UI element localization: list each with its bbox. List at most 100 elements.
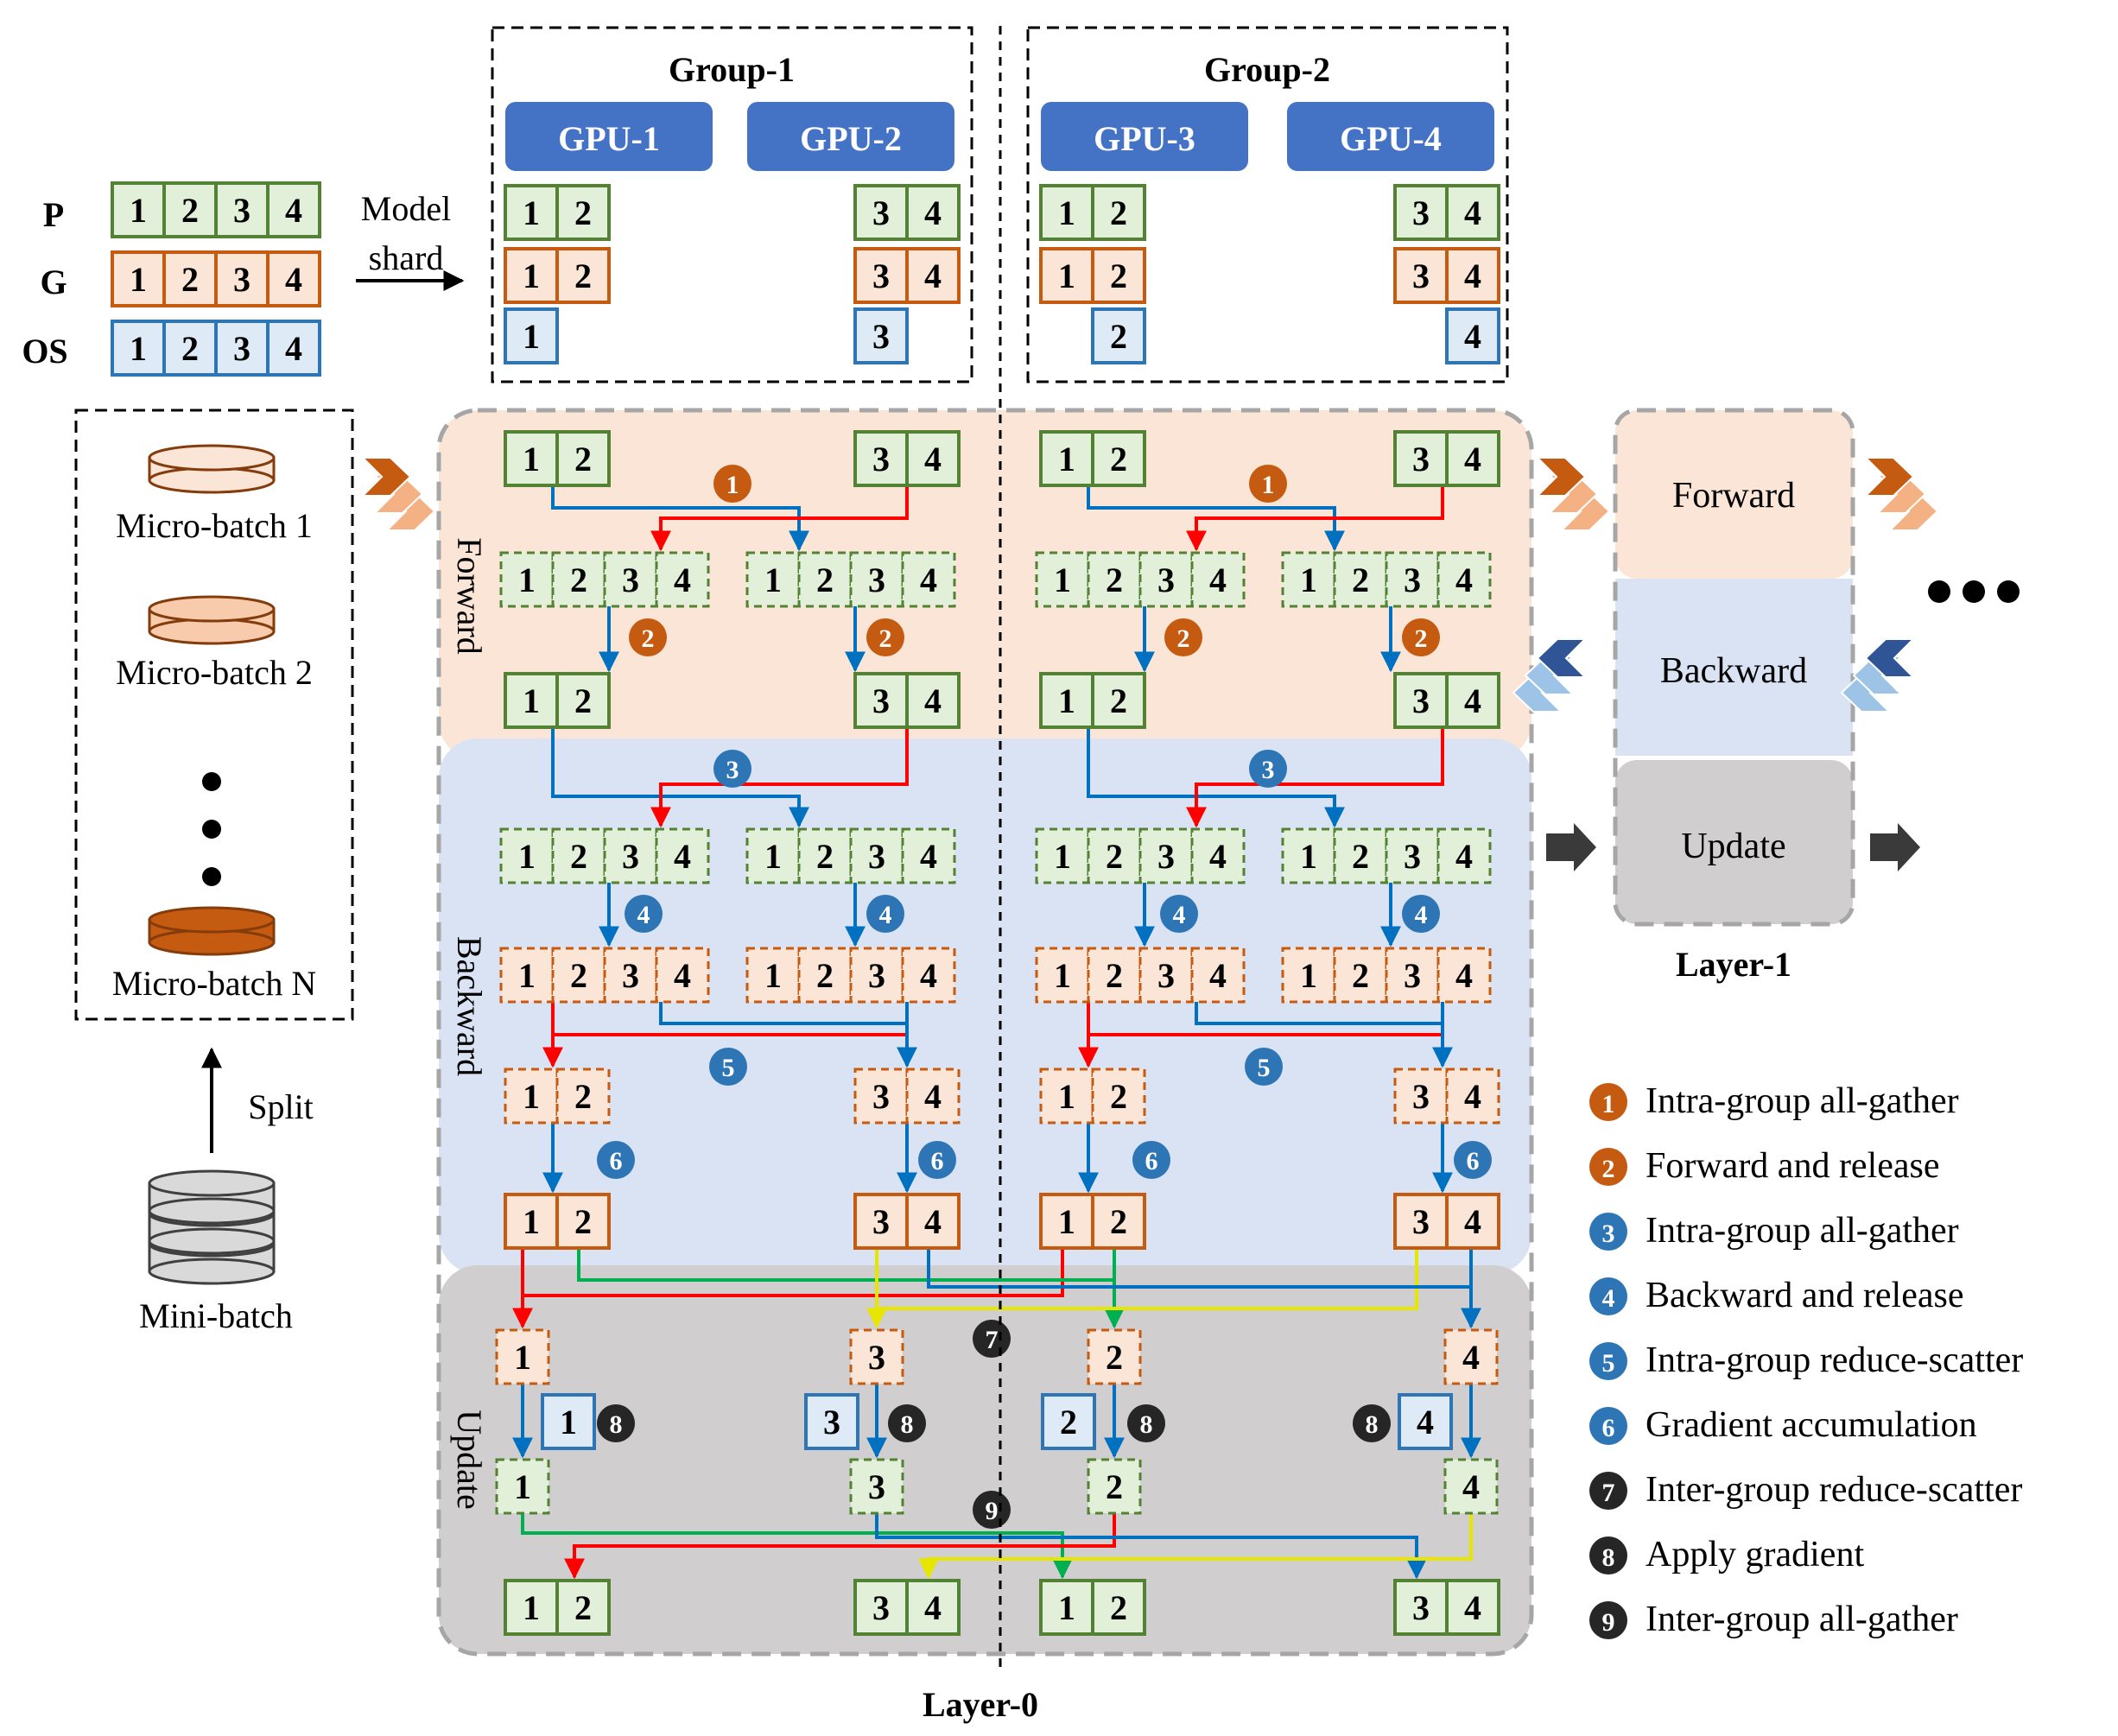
step-marker-8: 8 [597, 1404, 635, 1442]
shard-block-number: 4 [1464, 257, 1481, 295]
param-shard: 4 [905, 672, 961, 729]
shard-block-number: 3 [1412, 681, 1430, 720]
inter-all-gather-arrow [521, 1513, 1073, 1580]
full-gradient: 4 [1436, 947, 1492, 1004]
shard-block-number: 3 [868, 1467, 885, 1506]
step-marker-6: 6 [1132, 1141, 1170, 1179]
gathered-param: 1 [499, 827, 555, 884]
gathered-param: 3 [1138, 551, 1194, 608]
gathered-param: 3 [1138, 827, 1194, 884]
shard-block-number: 4 [674, 837, 691, 876]
shard-block-number: 2 [574, 193, 592, 232]
all-gather-arrow [1087, 485, 1345, 552]
gathered-param: 3 [849, 551, 904, 608]
shard-block-number: 1 [764, 837, 782, 876]
updated-param: 1 [504, 1579, 559, 1636]
step-marker-8: 8 [1353, 1404, 1391, 1442]
accumulated-gradient: 2 [1091, 1193, 1146, 1250]
step-number: 8 [1140, 1410, 1153, 1439]
forward-flow-arrow [360, 457, 436, 531]
gathered-param: 4 [1190, 551, 1246, 608]
param-shard: 4 [1445, 672, 1500, 729]
step-marker-8: 8 [888, 1404, 926, 1442]
shard-block-number: 3 [868, 1338, 885, 1377]
shard-block-number: 3 [868, 837, 885, 876]
legend-number: 1 [1602, 1090, 1615, 1118]
shard-block-number: 1 [1054, 956, 1071, 995]
all-gather-arrow [551, 727, 809, 828]
step-number: 1 [726, 471, 739, 499]
forward-flow-arrow [1535, 457, 1611, 531]
shard-block-number: 1 [1058, 1588, 1075, 1627]
shard-block-number: 1 [514, 1338, 531, 1377]
full-grad-block: 1 [111, 250, 166, 307]
shard-block-number: 3 [1412, 1077, 1430, 1116]
shard-block-number: 4 [1462, 1338, 1480, 1377]
gathered-param: 4 [901, 551, 956, 608]
gathered-param: 2 [1087, 551, 1142, 608]
step-marker-3: 3 [1249, 750, 1287, 788]
param-shard: 1 [504, 184, 559, 241]
legend-number: 9 [1602, 1608, 1615, 1637]
shard-block-number: 3 [872, 193, 890, 232]
row-label-os: OS [22, 332, 67, 371]
layer1-forward-bg [1615, 410, 1853, 579]
shard-block-number: 3 [233, 329, 250, 368]
shard-block-number: 1 [518, 561, 536, 599]
shard-block-number: 3 [868, 956, 885, 995]
reduced-gradient: 3 [853, 1068, 909, 1125]
step-number: 6 [610, 1147, 623, 1175]
shard-block-number: 3 [1404, 956, 1421, 995]
accumulated-gradient: 4 [1445, 1193, 1500, 1250]
shard-block-number: 1 [523, 317, 540, 356]
shard-block-number: 1 [518, 956, 536, 995]
reduced-gradient: 1 [504, 1068, 559, 1125]
step-number: 2 [1177, 624, 1190, 653]
step-number: 7 [986, 1326, 999, 1354]
shard-block-number: 1 [523, 681, 540, 720]
shard-block-number: 4 [1455, 837, 1473, 876]
step-number: 5 [722, 1054, 735, 1082]
os-shard: 4 [1398, 1393, 1453, 1450]
reduced-gradient: 4 [905, 1068, 961, 1125]
step-number: 2 [1415, 624, 1428, 653]
step-marker-1: 1 [713, 465, 751, 503]
gpu-label-4: GPU-4 [1287, 102, 1494, 171]
param-shard: 1 [504, 430, 559, 487]
micro-batch-1-icon [148, 444, 276, 494]
inter-all-gather-arrow [918, 1513, 1473, 1580]
param-shard: 3 [1393, 184, 1449, 241]
shard-block-number: 2 [1110, 1202, 1127, 1241]
gathered-param: 4 [901, 827, 956, 884]
full-gradient: 1 [499, 947, 555, 1004]
param-shard: 2 [1091, 184, 1146, 241]
gathered-param: 4 [1436, 551, 1492, 608]
os-shard: 2 [1041, 1393, 1096, 1450]
accumulated-gradient: 1 [1039, 1193, 1094, 1250]
param-shard: 1 [1039, 430, 1094, 487]
grad-shard: 2 [1091, 247, 1146, 304]
shard-block-number: 4 [924, 1077, 942, 1116]
forward-flow-arrow [1863, 457, 1939, 531]
full-gradient: 1 [1035, 947, 1090, 1004]
updated-param: 4 [905, 1579, 961, 1636]
shard-block-number: 2 [1110, 257, 1127, 295]
step-marker-9: 9 [973, 1491, 1011, 1529]
grad-shard: 3 [1393, 247, 1449, 304]
mini-batch-database-icon [148, 1169, 276, 1285]
shard-block-number: 4 [920, 561, 937, 599]
gathered-param: 2 [797, 551, 853, 608]
shard-block-number: 2 [1110, 681, 1127, 720]
gathered-param: 1 [1281, 551, 1336, 608]
full-gradient: 4 [1190, 947, 1246, 1004]
gathered-param: 4 [1436, 827, 1492, 884]
legend-number: 4 [1602, 1284, 1615, 1313]
shard-block-number: 1 [514, 1467, 531, 1506]
backward-flow-arrow [1512, 638, 1588, 713]
shard-block-number: 4 [674, 561, 691, 599]
param-shard: 3 [1393, 672, 1449, 729]
